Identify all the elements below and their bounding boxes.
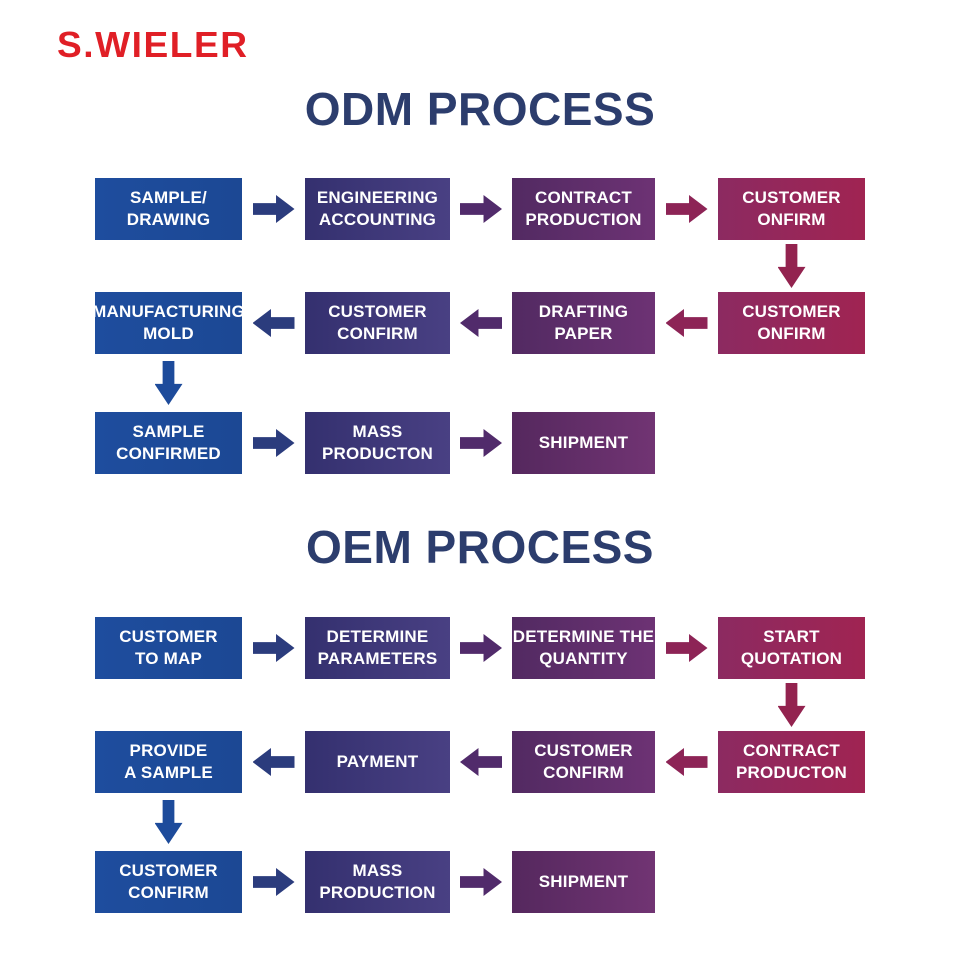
arrow-right-icon <box>460 195 502 223</box>
arrow-right-icon <box>460 868 502 896</box>
box-customer-confirm: CUSTOMER CONFIRM <box>512 731 655 793</box>
arrow-left-icon <box>665 748 708 776</box>
box-label-line: MASS <box>352 421 403 441</box>
box-customer-onfirm: CUSTOMER ONFIRM <box>718 292 865 354</box>
box-label-line: SHIPMENT <box>538 432 629 452</box>
box-label-line: PRODUCTION <box>319 883 436 902</box>
box-provide-a-sample: PROVIDE A SAMPLE <box>95 731 242 793</box>
box-label-line: DETERMINE <box>326 626 429 646</box>
box-customer-confirm: CUSTOMER CONFIRM <box>95 851 242 913</box>
box-contract-production: CONTRACT PRODUCTION <box>512 178 655 240</box>
box-sample-confirmed: SAMPLE CONFIRMED <box>95 412 242 474</box>
box-label-line: ENGINEERING <box>316 187 439 207</box>
box-manufacturing-mold: MANUFACTURING MOLD <box>92 292 245 354</box>
arrow-right-icon <box>252 634 295 662</box>
box-label-line: DETERMINE THE <box>512 626 655 646</box>
box-label-line: SAMPLE/ <box>130 187 207 207</box>
arrow-down-icon <box>154 361 183 405</box>
box-label-line: CUSTOMER <box>742 187 841 207</box>
company-logo: S.WIELER <box>57 24 249 65</box>
box-label-line: CUSTOMER <box>328 301 427 321</box>
box-label-line: CONFIRM <box>543 763 624 782</box>
box-label-line: PARAMETERS <box>317 649 438 668</box>
arrow-left-icon <box>460 748 502 776</box>
box-engineering-accounting: ENGINEERING ACCOUNTING <box>305 178 450 240</box>
box-label-line: ONFIRM <box>757 210 826 229</box>
box-mass-producton: MASS PRODUCTON <box>305 412 450 474</box>
box-label-line: PRODUCTON <box>321 444 434 463</box>
box-label-line: CUSTOMER <box>534 740 633 760</box>
arrow-left-icon <box>252 748 295 776</box>
box-label-line: START <box>763 626 820 646</box>
arrow-down-icon <box>154 800 183 844</box>
box-customer-to-map: CUSTOMER TO MAP <box>95 617 242 679</box>
box-shipment: SHIPMENT <box>512 851 655 913</box>
odm-flowchart: SAMPLE/DRAWING ENGINEERING ACCOUNTING CONTR… <box>92 178 865 474</box>
box-label-line: DRAFTING <box>538 301 629 321</box>
box-label-line: CUSTOMER <box>119 860 218 880</box>
box-sample-drawing: SAMPLE/DRAWING <box>95 178 242 240</box>
box-label-line: DRAWING <box>126 210 211 229</box>
box-determine-parameters: DETERMINE PARAMETERS <box>305 617 450 679</box>
box-label-line: PRODUCTON <box>735 763 848 782</box>
arrow-right-icon <box>252 868 295 896</box>
arrow-left-icon <box>460 309 502 337</box>
box-mass-production: MASS PRODUCTION <box>305 851 450 913</box>
box-start-quotation: START QUOTATION <box>718 617 865 679</box>
arrow-right-icon <box>252 429 295 457</box>
arrow-right-icon <box>460 634 502 662</box>
arrow-down-icon <box>777 244 806 288</box>
box-drafting-paper: DRAFTING PAPER <box>512 292 655 354</box>
box-label-line: PRODUCTION <box>525 210 642 229</box>
box-determine-the-quantity: DETERMINE THE QUANTITY <box>512 617 655 679</box>
box-payment: PAYMENT <box>305 731 450 793</box>
arrow-right-icon <box>665 634 708 662</box>
box-label-line: MOLD <box>143 324 194 343</box>
arrow-right-icon <box>665 195 708 223</box>
box-label-line: PAYMENT <box>336 751 419 771</box>
arrow-left-icon <box>252 309 295 337</box>
box-label-line: CONTRACT <box>743 740 840 760</box>
box-label-line: ONFIRM <box>757 324 826 343</box>
box-label-line: CUSTOMER <box>119 626 218 646</box>
arrow-left-icon <box>665 309 708 337</box>
box-label-line: PROVIDE <box>129 740 208 760</box>
box-label-line: ACCOUNTING <box>318 210 437 229</box>
box-label-line: A SAMPLE <box>124 763 213 782</box>
box-label-line: CUSTOMER <box>742 301 841 321</box>
odm-process-title: ODM PROCESS <box>304 83 656 135</box>
box-contract-producton: CONTRACT PRODUCTON <box>718 731 865 793</box>
box-label-line: SAMPLE <box>132 421 205 441</box>
box-label-line: CONTRACT <box>535 187 632 207</box>
box-label-line: CONFIRM <box>128 883 209 902</box>
oem-process-title: OEM PROCESS <box>305 521 654 573</box>
arrow-right-icon <box>252 195 295 223</box>
box-customer-onfirm: CUSTOMER ONFIRM <box>718 178 865 240</box>
arrow-down-icon <box>777 683 806 727</box>
box-label-line: CONFIRM <box>337 324 418 343</box>
box-label-line: PAPER <box>554 324 613 343</box>
box-shipment: SHIPMENT <box>512 412 655 474</box>
box-label-line: CONFIRMED <box>116 444 221 463</box>
box-customer-confirm: CUSTOMER CONFIRM <box>305 292 450 354</box>
box-label-line: SHIPMENT <box>538 871 629 891</box>
box-label-line: QUANTITY <box>539 649 628 668</box>
box-label-line: QUOTATION <box>740 649 843 668</box>
arrow-right-icon <box>460 429 502 457</box>
box-label-line: MANUFACTURING <box>92 301 245 321</box>
box-label-line: TO MAP <box>134 649 202 668</box>
box-label-line: MASS <box>352 860 403 880</box>
